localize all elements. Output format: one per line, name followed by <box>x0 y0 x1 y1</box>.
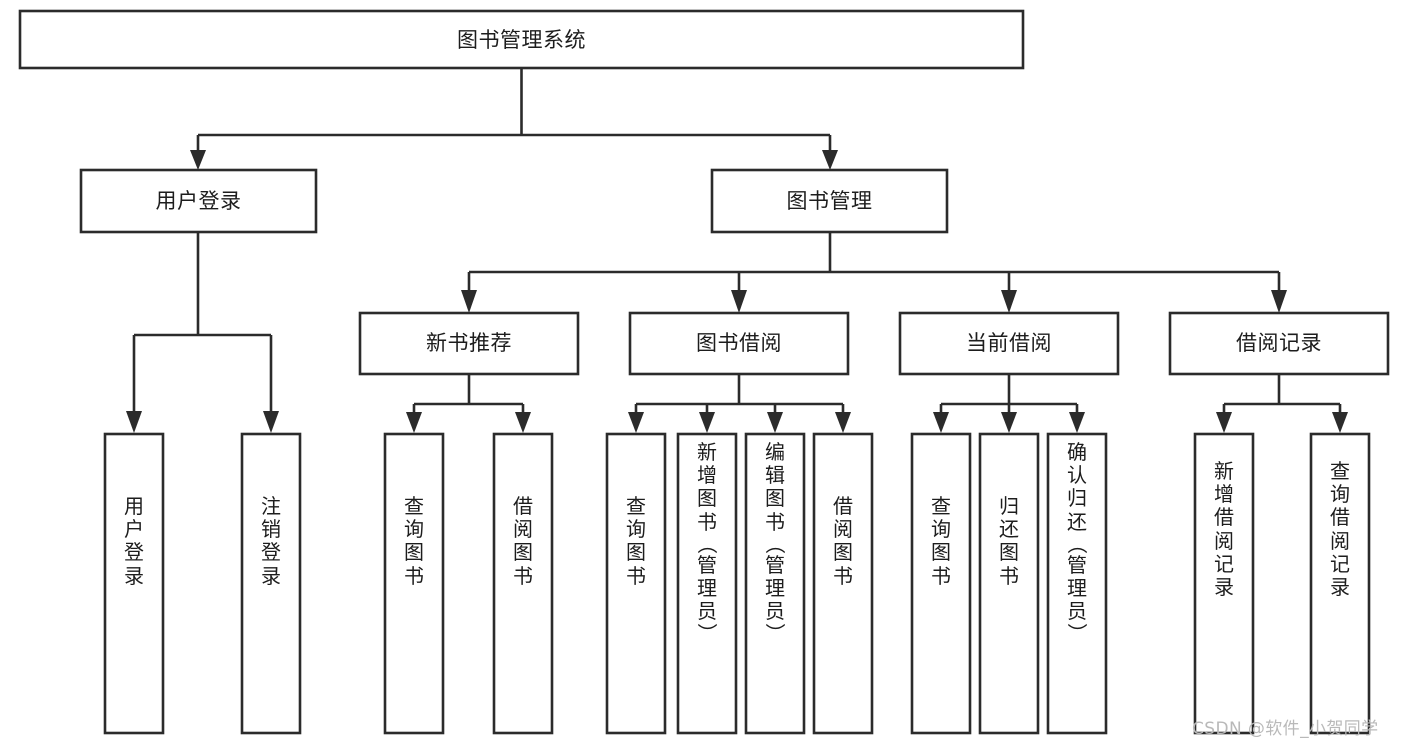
arrowhead-leaf-yonghudenglu <box>126 411 142 433</box>
leaf-box-3[interactable] <box>492 432 554 735</box>
node-user-login[interactable]: 用户登录 <box>79 168 318 234</box>
node-current-borrow[interactable]: 当前借阅 <box>898 311 1120 376</box>
node-current-borrow-label: 当前借阅 <box>966 331 1052 355</box>
arrowhead-leaf-tjy-2 <box>699 412 715 433</box>
arrowhead-dangqianjieyue <box>1001 290 1017 313</box>
node-new-book-recommend-label: 新书推荐 <box>426 331 512 355</box>
leaf-box-12[interactable] <box>1309 432 1371 735</box>
arrowhead-leaf-dqjy-1 <box>933 412 949 433</box>
leaf-box-5[interactable] <box>676 432 738 735</box>
arrowhead-jieyuejilu <box>1271 290 1287 313</box>
node-book-borrow[interactable]: 图书借阅 <box>628 311 850 376</box>
leaf-box-9[interactable] <box>978 432 1040 735</box>
leaf-boxes-layer <box>103 432 1371 735</box>
node-root-label: 图书管理系统 <box>457 28 586 52</box>
node-new-book-recommend-box[interactable] <box>358 311 580 376</box>
arrowhead-leaf-dqjy-2 <box>1001 412 1017 433</box>
node-borrow-record-box[interactable] <box>1168 311 1390 376</box>
node-root[interactable]: 图书管理系统 <box>18 9 1025 70</box>
leaf-box-6[interactable] <box>744 432 806 735</box>
arrowhead-leaf-zhuxiaodenglu <box>263 411 279 433</box>
arrowhead-tushujieyue <box>731 290 747 313</box>
arrowhead-leaf-tjy-3 <box>767 412 783 433</box>
connectors-layer <box>126 68 1348 433</box>
leaf-box-2[interactable] <box>383 432 445 735</box>
node-book-management-label: 图书管理 <box>787 189 873 213</box>
node-book-borrow-label: 图书借阅 <box>696 331 782 355</box>
leaf-box-7[interactable] <box>812 432 874 735</box>
node-current-borrow-box[interactable] <box>898 311 1120 376</box>
leaf-box-4[interactable] <box>605 432 667 735</box>
node-book-management-box[interactable] <box>710 168 949 234</box>
arrowhead-leaf-tjy-1 <box>628 412 644 433</box>
node-user-login-label: 用户登录 <box>156 189 242 213</box>
node-user-login-box[interactable] <box>79 168 318 234</box>
node-borrow-record[interactable]: 借阅记录 <box>1168 311 1390 376</box>
arrowhead-leaf-jyjl-1 <box>1216 412 1232 433</box>
arrowhead-xinshutuijian <box>461 290 477 313</box>
arrowhead-leaf-dqjy-3 <box>1069 412 1085 433</box>
leaf-box-1[interactable] <box>240 432 302 735</box>
arrowhead-leaf-jyjl-2 <box>1332 412 1348 433</box>
leaf-box-10[interactable] <box>1046 432 1108 735</box>
arrowhead-leaf-xst-2 <box>515 412 531 433</box>
node-borrow-record-label: 借阅记录 <box>1236 331 1322 355</box>
arrowhead-leaf-tjy-4 <box>835 412 851 433</box>
arrowhead-bookmgmt <box>822 150 838 170</box>
leaf-box-11[interactable] <box>1193 432 1255 735</box>
node-new-book-recommend[interactable]: 新书推荐 <box>358 311 580 376</box>
leaf-box-0[interactable] <box>103 432 165 735</box>
node-book-management[interactable]: 图书管理 <box>710 168 949 234</box>
arrowhead-userlogin <box>190 150 206 170</box>
node-root-box[interactable] <box>18 9 1025 70</box>
arrowhead-leaf-xst-1 <box>406 412 422 433</box>
leaf-box-8[interactable] <box>910 432 972 735</box>
node-book-borrow-box[interactable] <box>628 311 850 376</box>
